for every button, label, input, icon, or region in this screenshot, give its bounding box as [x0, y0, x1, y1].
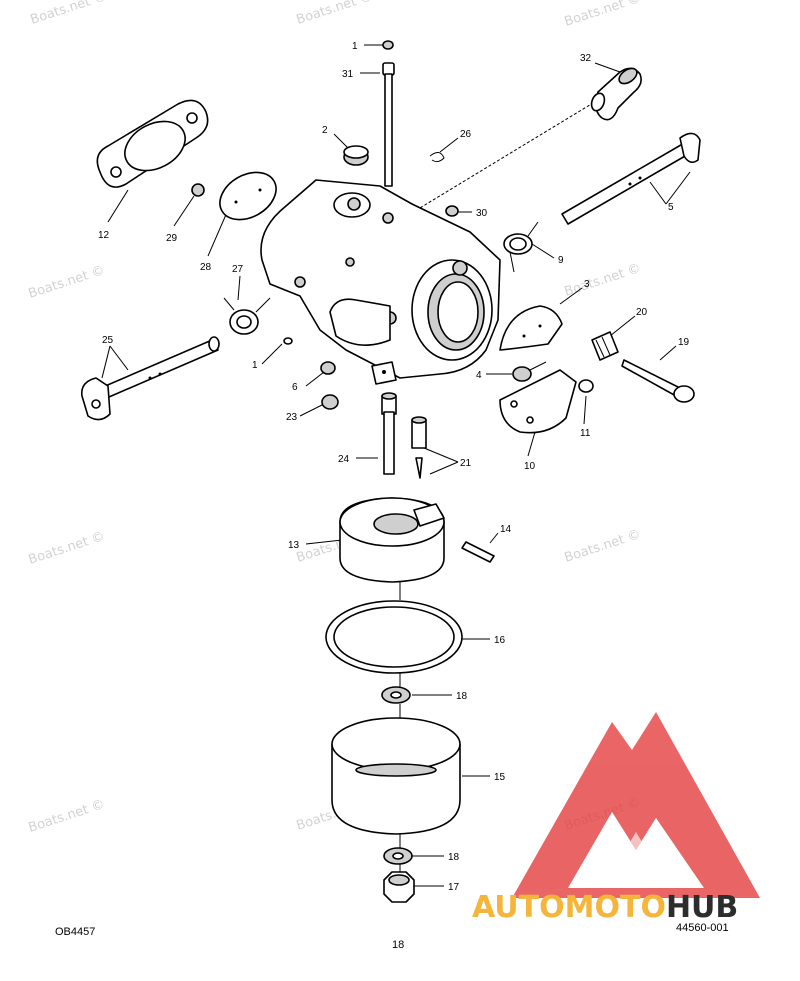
callout-13: 13 [288, 540, 300, 551]
part-10-lever [499, 369, 577, 434]
part-29-screw [191, 183, 205, 197]
callout-11: 11 [580, 428, 591, 439]
part-19-needle [621, 359, 695, 403]
part-4-spring [512, 361, 547, 382]
callout-9: 9 [558, 255, 564, 266]
callout-30: 30 [476, 208, 488, 219]
callout-14: 14 [500, 524, 512, 535]
part-27-spring [223, 297, 271, 335]
watermark: Boats.net © [295, 0, 375, 28]
part-26-clip [429, 152, 445, 163]
callout-20: 20 [636, 307, 648, 318]
page-number: 18 [392, 939, 405, 951]
part-25-shaft [80, 336, 220, 421]
part-20-spring [591, 331, 619, 361]
part-2-plug [343, 145, 369, 166]
callout-25: 25 [102, 335, 114, 346]
drawing-number: 44560-001 [676, 922, 729, 934]
part-30-screw [445, 205, 459, 217]
part-14-pin [461, 541, 495, 563]
carburetor-body [260, 179, 501, 385]
part-24-pin [381, 392, 397, 475]
callout-2: 2 [322, 125, 328, 136]
callout-3: 3 [584, 279, 590, 290]
callout-21: 21 [460, 458, 472, 469]
callout-28: 28 [200, 262, 212, 273]
diagram-code: OB4457 [55, 926, 96, 938]
part-15-bowl [331, 717, 461, 835]
callout-32: 32 [580, 53, 592, 64]
callout-27: 27 [232, 264, 244, 275]
wordmark-part-1: AUTOMOTO [472, 890, 666, 925]
part-16-gasket [325, 600, 463, 674]
part-1-cap [382, 40, 394, 50]
callout-10: 10 [524, 461, 536, 472]
part-17-nut [383, 871, 415, 903]
part-13-float [339, 497, 445, 583]
part-18-washer-lower [383, 847, 413, 865]
callout-31: 31 [342, 69, 354, 80]
callout-18: 18 [456, 691, 468, 702]
part-3-choke-plate [499, 305, 563, 351]
part-9-spring [503, 221, 539, 273]
part-12-gasket [96, 99, 209, 188]
callout-29: 29 [166, 233, 178, 244]
automotohub-wordmark: AUTOMOTOHUB [472, 890, 738, 925]
part-1-small [283, 337, 293, 345]
callout-16: 16 [494, 635, 506, 646]
wordmark-part-2: HUB [665, 890, 739, 925]
callout-labels: 1 31 2 26 32 12 29 30 28 5 9 27 3 20 19 … [98, 41, 690, 893]
callout-15: 15 [494, 772, 506, 783]
callout-1: 1 [352, 41, 358, 52]
callout-17: 17 [448, 882, 460, 893]
part-28-throttle-plate [219, 171, 277, 221]
part-31-rod [382, 62, 395, 187]
part-21-valve [411, 416, 427, 479]
callout-6: 6 [292, 382, 298, 393]
part-6-screw [320, 361, 336, 375]
watermark: Boats.net © [27, 263, 107, 302]
part-18-washer [381, 686, 411, 704]
part-23-screw [321, 394, 339, 410]
callout-19: 19 [678, 337, 690, 348]
watermark: Boats.net © [27, 797, 107, 836]
watermark: Boats.net © [29, 0, 109, 28]
watermark: Boats.net © [563, 0, 643, 30]
callout-1b: 1 [252, 360, 258, 371]
callout-5: 5 [668, 202, 674, 213]
part-5-shaft [561, 132, 701, 225]
watermark: Boats.net © [563, 527, 643, 566]
automotohub-logo-mark [512, 712, 760, 898]
watermark: Boats.net © [27, 529, 107, 568]
callout-24: 24 [338, 454, 350, 465]
callout-12: 12 [98, 230, 110, 241]
part-32-fitting [590, 67, 642, 121]
callout-23: 23 [286, 412, 298, 423]
callout-26: 26 [460, 129, 472, 140]
part-11-screw [578, 379, 594, 393]
callout-18b: 18 [448, 852, 460, 863]
callout-4: 4 [476, 370, 482, 381]
